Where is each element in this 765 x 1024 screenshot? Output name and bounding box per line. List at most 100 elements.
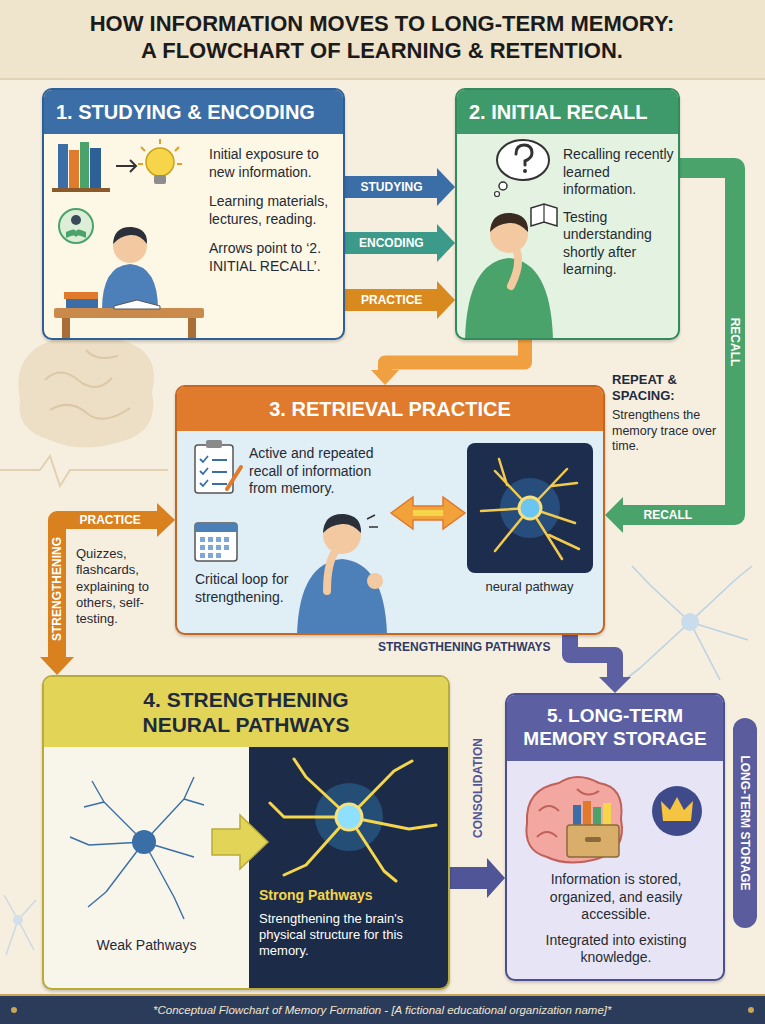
recall-illustration-part <box>495 192 500 197</box>
connector <box>345 168 455 206</box>
arrow-head <box>487 858 505 898</box>
studying-illustration-part <box>58 144 68 188</box>
pathway-illustration-part <box>270 759 436 881</box>
arrow-head <box>437 168 455 206</box>
note-label: PRACTICE <box>75 512 146 528</box>
studying-illustration-part <box>71 215 81 225</box>
studying-illustration-part <box>188 318 196 340</box>
recall-illustration-part <box>511 252 518 286</box>
background-neuron-part <box>4 895 36 955</box>
brain-silhouette-part <box>45 350 130 419</box>
studying-illustration-part <box>114 300 160 309</box>
step-text: Initial exposure to new information. <box>209 146 339 181</box>
connector-line <box>385 340 525 371</box>
retrieval-illustration-part <box>195 523 237 532</box>
pulse-line <box>0 456 168 486</box>
band-label: LONG-TERM STORAGE <box>738 755 752 890</box>
storage-illustration-part <box>661 797 693 821</box>
step-box: 1. STUDYING & ENCODING Initial exposure t… <box>42 88 345 340</box>
arrow-head <box>599 677 631 693</box>
retrieval-illustration-part <box>200 537 229 558</box>
pathway-illustration-part <box>336 804 362 830</box>
text-column: neural pathway <box>467 579 592 595</box>
label-anchor: CONSOLIDATION <box>469 733 485 843</box>
pathway-illustration-part <box>249 747 450 990</box>
text-column: Recalling recently learned information.T… <box>563 146 675 279</box>
label-anchor: STUDYING <box>356 179 428 195</box>
edge-label: RECALL <box>727 312 743 371</box>
arrow-head <box>371 370 399 385</box>
arrow-head <box>437 281 455 319</box>
edge-label: PRACTICE <box>356 292 427 308</box>
label-anchor: STRENGTHENING PATHWAYS <box>373 639 555 655</box>
retrieval-illustration-part <box>467 443 593 573</box>
label-anchor: RECALL <box>639 507 698 523</box>
step-heading: 2. INITIAL RECALL <box>457 90 678 134</box>
studying-illustration-part <box>154 175 166 184</box>
studying-illustration-part <box>138 139 182 164</box>
connector-line <box>345 289 438 311</box>
retrieval-illustration-part <box>391 497 465 529</box>
studying-illustration-part <box>59 209 93 243</box>
retrieval-illustration-part <box>367 573 383 589</box>
studying-illustration-part <box>52 188 110 192</box>
studying-illustration-part <box>66 230 86 239</box>
connector <box>345 281 455 319</box>
connector <box>570 635 631 693</box>
background-neuron <box>622 566 752 682</box>
storage-illustration-part <box>526 777 622 863</box>
retrieval-illustration-part <box>206 440 222 448</box>
step-text: Learning materials, lectures, reading. <box>209 193 339 228</box>
retrieval-illustration-part <box>481 459 579 559</box>
background-part <box>11 1007 17 1013</box>
studying-illustration-part <box>146 148 174 176</box>
step-heading: 1. STUDYING & ENCODING <box>44 90 343 134</box>
studying-illustration-part <box>113 227 147 244</box>
note-label: RECALL <box>639 507 698 523</box>
step-text: neural pathway <box>467 579 592 595</box>
recall-illustration-part <box>531 204 557 226</box>
edge-label: STUDYING <box>356 179 428 195</box>
step-text: Active and repeated recall of informatio… <box>249 445 389 498</box>
pathway-illustration-part <box>132 830 156 854</box>
step-text: Integrated into existing knowledge. <box>519 932 713 967</box>
pathway-illustration-part <box>70 777 204 919</box>
label-anchor: *Conceptual Flowchart of Memory Formatio… <box>153 1003 612 1017</box>
connector <box>40 503 175 675</box>
background-neuron <box>4 895 36 955</box>
studying-illustration-part <box>66 299 98 308</box>
step-box: 3. RETRIEVAL PRACTICE Active and repeated… <box>175 385 605 635</box>
storage-illustration-part <box>652 786 702 836</box>
step-text: Strengthening the brain's physical struc… <box>259 911 442 960</box>
studying-illustration-part <box>80 142 89 188</box>
storage-illustration-part <box>567 825 619 857</box>
text-column: Initial exposure to new information. Lear… <box>209 146 339 275</box>
retrieval-illustration-part <box>195 523 237 561</box>
retrieval-illustration-part <box>519 497 541 519</box>
recall-illustration-part <box>465 258 553 340</box>
note-label: Strengthens the memory trace over time. <box>612 408 718 455</box>
background-part <box>0 0 765 78</box>
edge-label: ENCODING <box>354 235 429 251</box>
label-anchor: REPEAT & SPACING: <box>612 372 718 405</box>
retrieval-illustration-part <box>327 549 337 591</box>
retrieval-illustration-part <box>323 514 361 533</box>
text-column: Information is stored, organized, and ea… <box>519 871 713 967</box>
step-heading: 3. RETRIEVAL PRACTICE <box>177 387 603 431</box>
recall-illustration-part <box>543 204 544 222</box>
step-text: Critical loop for strengthening. <box>195 571 300 606</box>
text-column: Weak Pathways <box>64 937 229 955</box>
note-label: REPEAT & SPACING: <box>612 372 718 405</box>
background-part <box>0 996 765 1024</box>
connector <box>371 340 525 385</box>
studying-illustration-part <box>69 150 79 188</box>
recall-illustration-part <box>499 182 507 190</box>
retrieval-illustration-part <box>297 559 387 635</box>
text-column: Strong PathwaysStrengthening the brain's… <box>259 887 442 959</box>
edge-label: STRENGTHENING <box>49 532 65 646</box>
text-column: Active and repeated recall of informatio… <box>249 445 389 498</box>
brain-silhouette <box>18 330 154 447</box>
page-title: HOW INFORMATION MOVES TO LONG-TERM MEMOR… <box>82 10 682 64</box>
label-anchor: Strengthens the memory trace over time. <box>612 408 718 455</box>
